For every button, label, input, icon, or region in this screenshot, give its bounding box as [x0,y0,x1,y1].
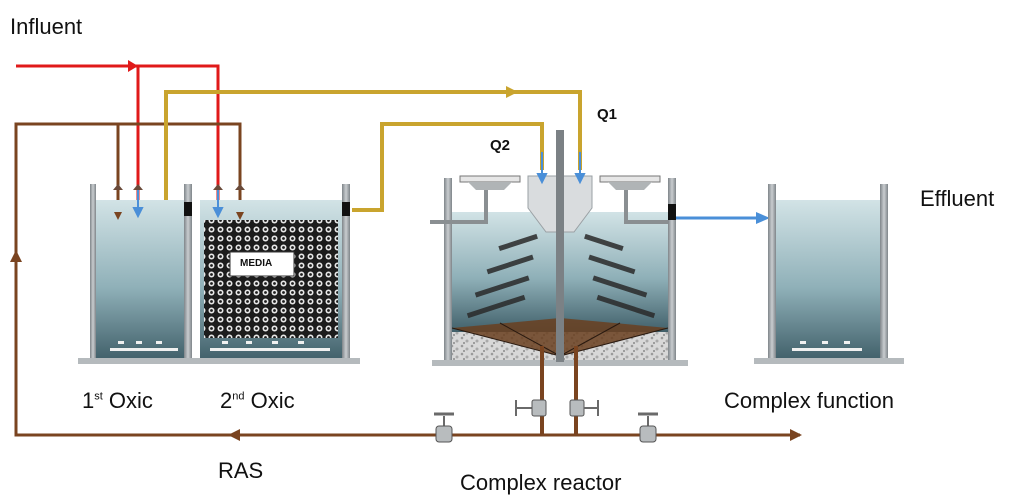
ras-arrowhead-right [790,429,802,441]
q2-line [352,122,544,212]
valve-2 [638,412,658,443]
oxic-1-label: 1st Oxic [82,388,153,414]
reactor-outlet [668,204,676,220]
sprinkler-left [430,175,521,224]
ras-arrowhead-left [228,429,240,441]
valve-1 [434,412,454,443]
effluent-label: Effluent [920,186,995,211]
oxic-2-number: 2 [220,388,233,413]
influent-label: Influent [10,14,83,39]
q1-arrowhead [506,86,518,98]
q1-label: Q1 [597,106,618,123]
media-label: MEDIA [240,258,273,269]
outlet-weir [342,202,350,216]
effluent-tank [754,184,904,364]
sprinkler-right [599,175,668,224]
ras-drop-arrows [114,212,244,220]
oxic-2-word: Oxic [244,388,295,413]
complex-function-label: Complex function [724,388,894,413]
oxic-tank-2 [194,184,360,364]
q1-line [164,90,582,218]
overflow-weir [184,202,192,216]
media-block [204,220,338,338]
influent-arrowhead [128,60,138,72]
oxic-1-number: 1 [82,388,95,413]
ras-arrowhead-up [10,250,22,262]
effluent-line [676,212,770,224]
valve-flags [113,184,245,190]
complex-reactor-label: Complex reactor [460,470,622,495]
inlet-arrows [132,188,224,219]
valve-3 [515,399,547,417]
oxic-2-label: 2nd Oxic [220,388,295,414]
oxic-1-word: Oxic [102,388,153,413]
oxic-2-ordinal: nd [232,390,245,403]
oxic-tank-1 [78,184,206,364]
oxic-1-ordinal: st [94,390,103,403]
ras-label: RAS [218,458,264,483]
complex-reactor [430,130,688,435]
q2-label: Q2 [490,137,511,154]
valve-4 [569,399,599,417]
